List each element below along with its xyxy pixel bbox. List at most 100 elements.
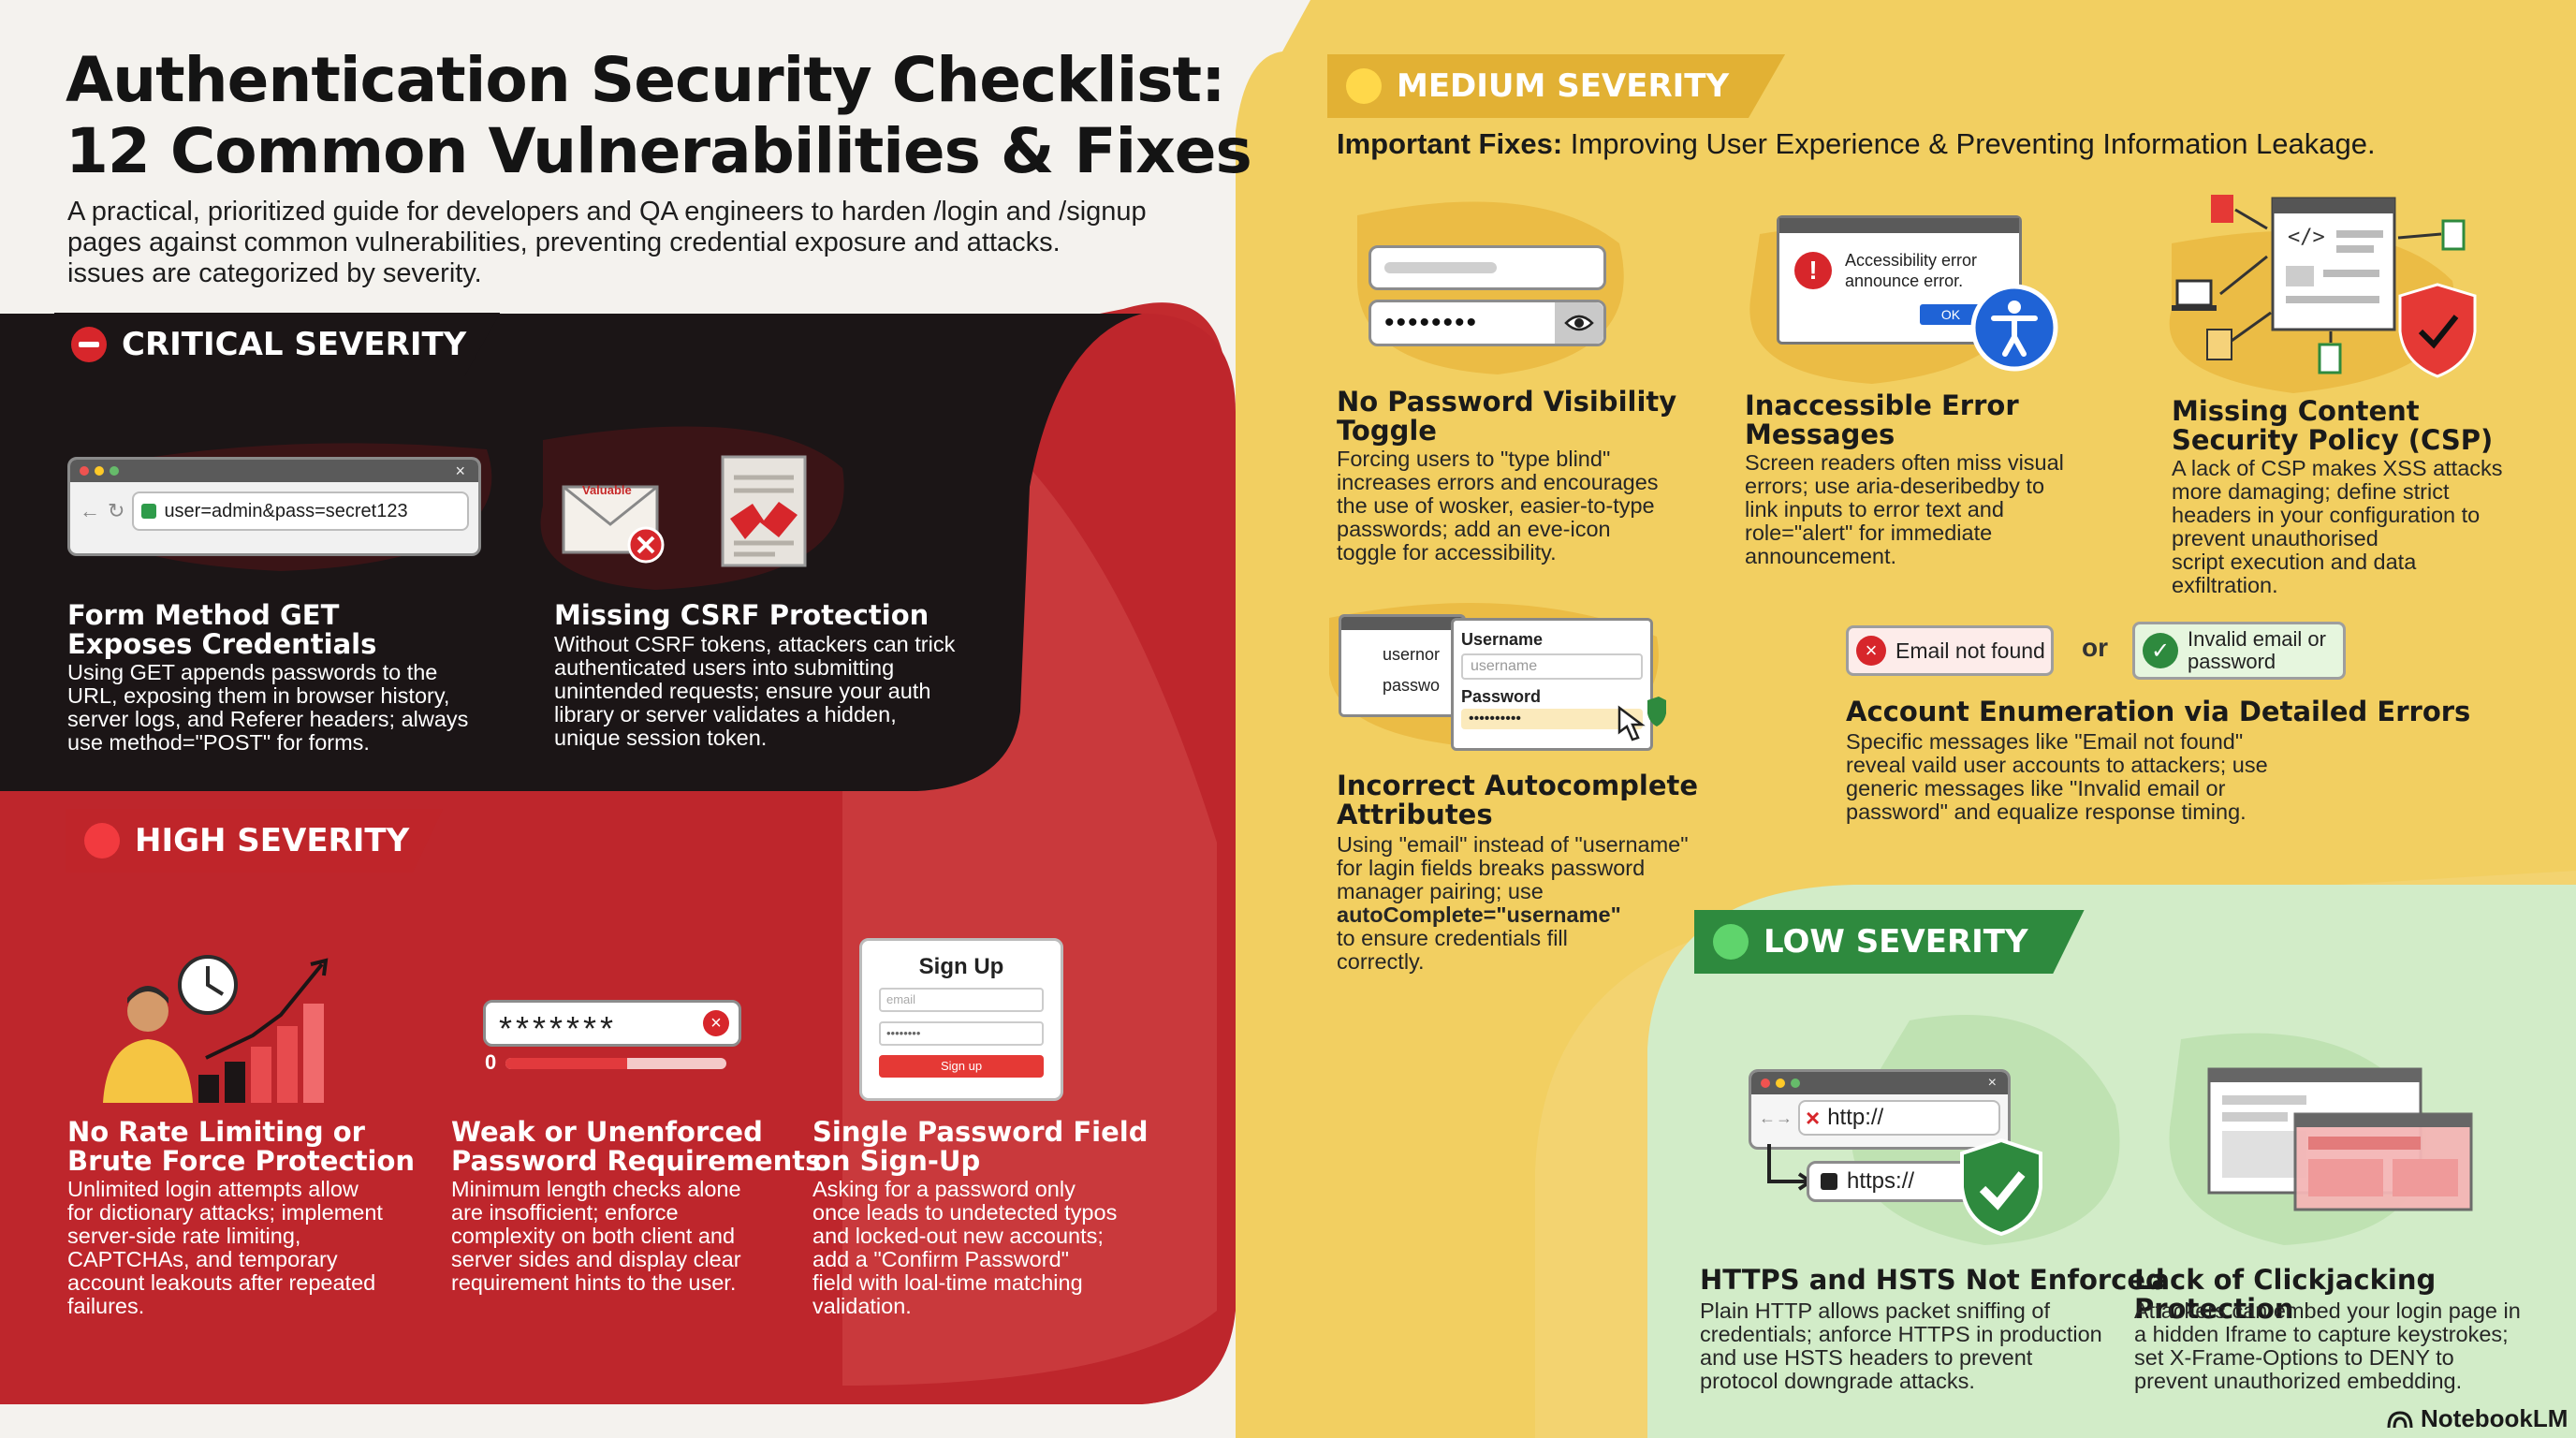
password-dots: ••••••••	[1384, 307, 1479, 338]
critical-severity-badge: CRITICAL SEVERITY	[54, 313, 501, 376]
notebooklm-logo-icon	[2387, 1410, 2413, 1428]
front-form-password-input: ••••••••••	[1461, 709, 1643, 729]
strength-meter-zero: 0	[485, 1050, 497, 1074]
medium-label: MEDIUM SEVERITY	[1397, 67, 1730, 105]
signup-password-field: ••••••••	[879, 1021, 1044, 1046]
signup-email-field: email	[879, 988, 1044, 1012]
green-dot-icon	[1713, 924, 1749, 960]
low-severity-badge: LOW SEVERITY	[1694, 910, 2085, 974]
item-body: Without CSRF tokens, attackers can trick…	[554, 632, 956, 750]
url-bar: user=admin&pass=secret123	[132, 492, 469, 531]
error-x-icon: ×	[1806, 1103, 1821, 1132]
weak-password-field: ******* ×	[483, 1000, 741, 1048]
autocomplete-back-form: usernor passwo	[1339, 614, 1466, 717]
title-line-1: Authentication Security Checklist:	[66, 44, 1225, 116]
item-title: Account Enumeration via Detailed Errors	[1846, 696, 2471, 727]
email-not-found-text: Email not found	[1895, 638, 2045, 663]
lock-icon	[1821, 1173, 1837, 1190]
back-form-username: usernor	[1383, 645, 1441, 664]
subtitle-line: A practical, prioritized guide for devel…	[67, 197, 1147, 227]
https-text: https://	[1847, 1168, 1915, 1194]
footer-brand: NotebookLM	[2387, 1404, 2568, 1433]
high-label: HIGH SEVERITY	[135, 822, 410, 859]
email-not-found-chip: × Email not found	[1846, 625, 2054, 676]
page-subtitle: A practical, prioritized guide for devel…	[67, 197, 1247, 289]
lock-icon	[141, 504, 157, 519]
refresh-icon: ↻	[108, 499, 125, 522]
critical-label: CRITICAL SEVERITY	[122, 326, 467, 363]
http-text: http://	[1827, 1105, 1884, 1130]
page-title: Authentication Security Checklist: 12 Co…	[66, 44, 1252, 187]
minus-circle-icon	[71, 327, 107, 362]
front-form-username-input: username	[1461, 653, 1643, 680]
footer-brand-text: NotebookLM	[2421, 1404, 2569, 1432]
http-url-bar: × http://	[1798, 1100, 2000, 1136]
strength-meter	[505, 1058, 726, 1069]
alert-icon: !	[1794, 252, 1832, 289]
check-circle-icon: ✓	[2143, 633, 2178, 668]
intro-bold: Important Fixes:	[1337, 127, 1563, 160]
yellow-dot-icon	[1346, 68, 1382, 104]
csp-illustration: </>	[2172, 195, 2477, 378]
front-form-username-label: Username	[1461, 630, 1544, 649]
medium-severity-badge: MEDIUM SEVERITY	[1327, 54, 1786, 118]
low-label: LOW SEVERITY	[1764, 923, 2028, 961]
item-title: Lack of Clickjacking Protection	[2134, 1264, 2437, 1325]
accessibility-icon	[1970, 284, 2058, 372]
broken-document-icon	[721, 455, 807, 567]
item-body: Specific messages like "Email not found"…	[1846, 729, 2268, 824]
close-icon: ×	[1987, 1075, 1997, 1091]
url-browser-illustration: × ← ↻ user=admin&pass=secret123	[67, 457, 481, 556]
password-input-illustration: ••••••••	[1368, 300, 1606, 346]
iframe-overlay-illustration	[2207, 1067, 2473, 1211]
autocomplete-front-form: Username username Password ••••••••••	[1451, 618, 1653, 751]
item-body: Forcing users to "type blind"increases e…	[1337, 447, 1659, 565]
intro-rest: Improving User Experience & Preventing I…	[1562, 127, 2376, 160]
enum-or: or	[2082, 633, 2108, 662]
brute-force-illustration	[103, 955, 329, 1103]
item-title: Missing CSRF Protection	[554, 599, 929, 631]
dialog-ok-button: OK	[1920, 304, 1982, 325]
http-browser-illustration: × ←→ × http://	[1749, 1069, 2011, 1150]
subtitle-line: pages against common vulnerabilities, pr…	[67, 227, 1061, 257]
shield-check-icon	[1960, 1137, 2042, 1237]
url-text: user=admin&pass=secret123	[164, 500, 408, 521]
back-arrow-icon: ←→	[1759, 1108, 1793, 1127]
envelope-icon	[562, 485, 665, 564]
signup-card: Sign Up email •••••••• Sign up	[859, 938, 1063, 1101]
medium-intro: Important Fixes: Improving User Experien…	[1337, 127, 2376, 161]
title-line-2: 12 Common Vulnerabilities & Fixes	[66, 115, 1252, 187]
empty-input-illustration	[1368, 245, 1606, 290]
close-icon: ×	[455, 461, 465, 480]
red-dot-icon	[84, 823, 120, 858]
item-title: HTTPS and HSTS Not Enforced	[1700, 1264, 2165, 1296]
error-x-icon: ×	[1856, 636, 1886, 666]
front-form-password-label: Password	[1461, 687, 1542, 706]
cursor-shield-icon	[1617, 697, 1666, 741]
signup-title: Sign Up	[918, 954, 1004, 979]
password-mask: *******	[499, 1009, 618, 1048]
signup-button: Sign up	[879, 1055, 1044, 1078]
svg-text:</>: </>	[2288, 226, 2325, 249]
subtitle-line: issues are categorized by severity.	[67, 258, 482, 288]
error-x-icon: ×	[703, 1010, 729, 1036]
back-arrow-icon: ←	[80, 499, 100, 522]
